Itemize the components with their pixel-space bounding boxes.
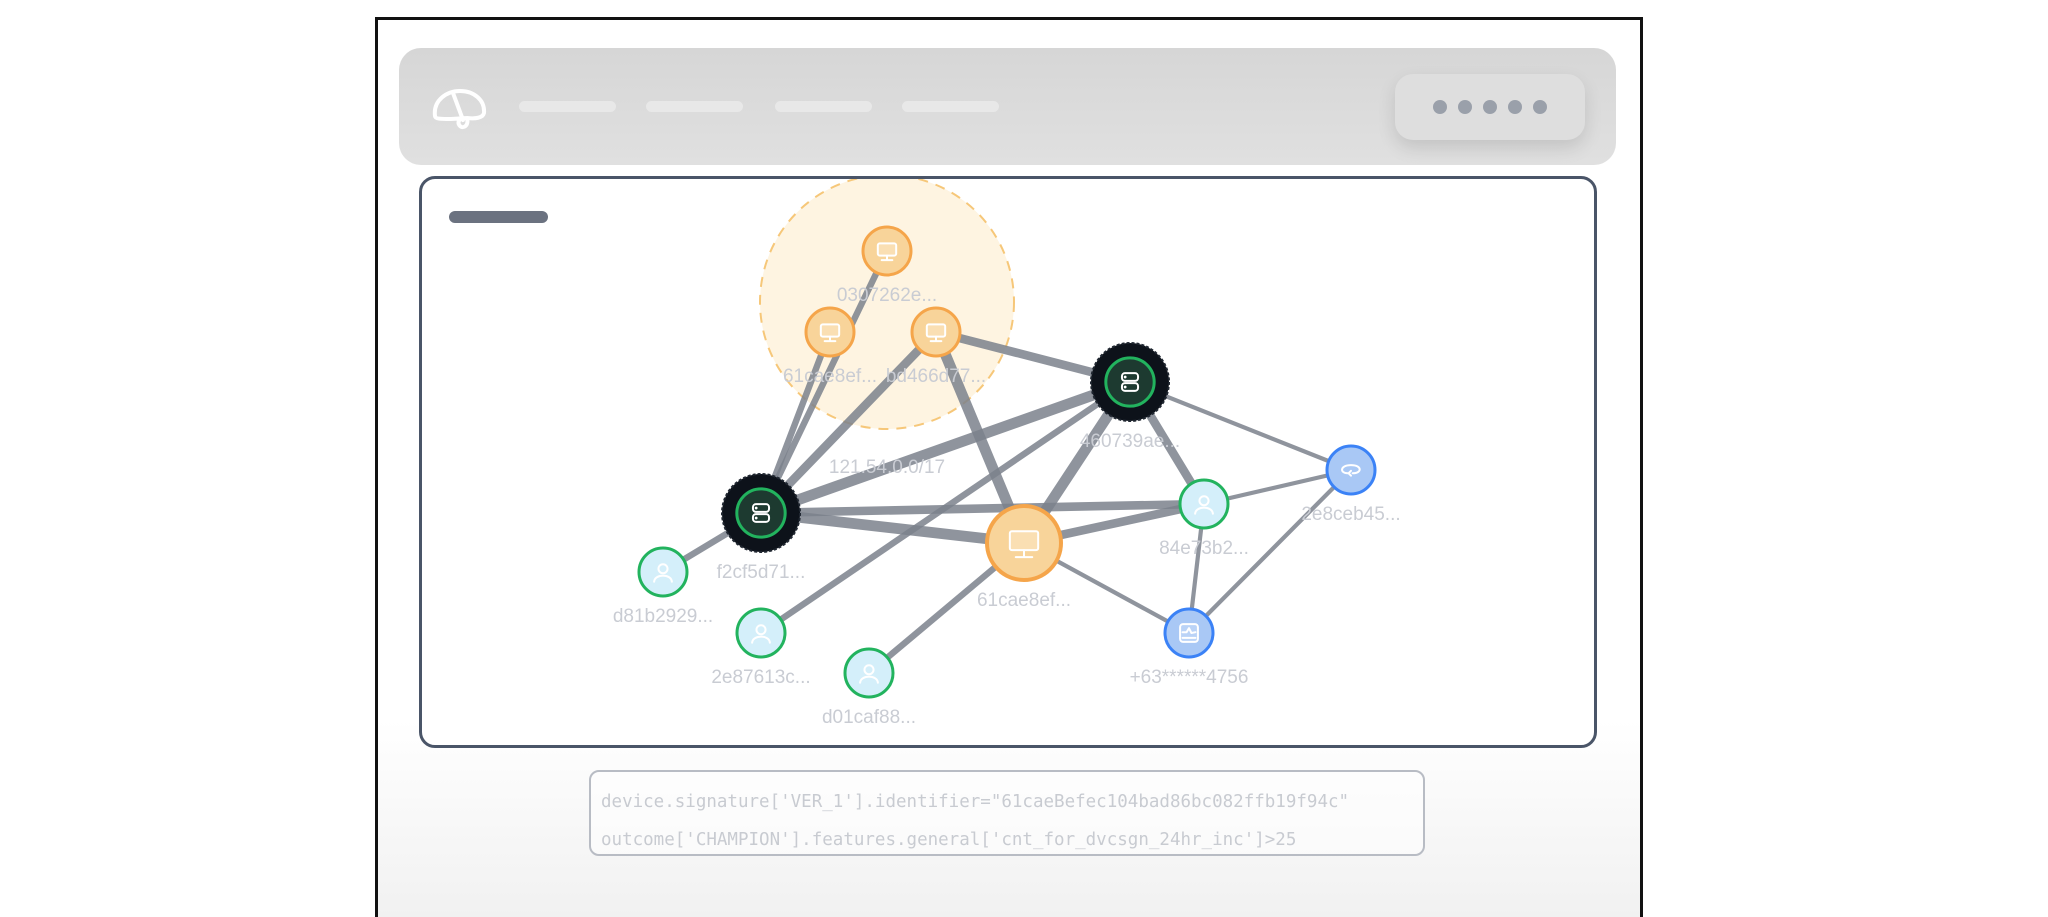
graph-node-user[interactable] (735, 607, 787, 659)
query-expression-box[interactable]: device.signature['VER_1'].identifier="61… (589, 770, 1425, 856)
monitor-icon (819, 323, 841, 343)
monitor-icon (1008, 530, 1040, 559)
app-window-frame: 121.54.0.0/17 0307262e... 61cae8ef... bd466… (375, 17, 1643, 917)
node-label: 460739ae... (1080, 431, 1180, 452)
link-icon (1341, 464, 1361, 477)
graph-edge[interactable] (1186, 467, 1354, 636)
monitor-icon (876, 242, 898, 262)
node-label: 0307262e... (837, 285, 937, 306)
phone-record-icon (1179, 623, 1199, 643)
node-label: 2e8ceb45... (1301, 504, 1400, 525)
graph-node-contact[interactable] (1325, 444, 1377, 496)
graph-node-server[interactable] (1090, 342, 1170, 422)
graph-node-device[interactable] (910, 306, 962, 358)
panel-title (449, 211, 548, 223)
graph-edge[interactable] (1127, 379, 1354, 473)
user-icon (859, 664, 879, 684)
node-label: d81b2929... (613, 606, 713, 627)
node-label: 61cae8ef... (977, 590, 1071, 611)
node-label: bd466d77... (886, 366, 986, 387)
graph-node-user[interactable] (1178, 478, 1230, 530)
query-line-1: device.signature['VER_1'].identifier="61… (601, 792, 1350, 812)
user-icon (653, 563, 673, 583)
query-line-2: outcome['CHAMPION'].features.general['cn… (601, 830, 1297, 850)
more-dots-icon (1508, 100, 1522, 114)
network-graph[interactable]: 121.54.0.0/17 0307262e... 61cae8ef... bd466… (422, 179, 1597, 748)
graph-node-device[interactable] (861, 225, 913, 277)
ip-group-label: 121.54.0.0/17 (829, 457, 945, 478)
nav-item-4[interactable] (902, 101, 999, 112)
node-label: 84e73b2... (1159, 538, 1249, 559)
top-navigation-bar (399, 48, 1616, 165)
graph-edge[interactable] (757, 378, 1134, 637)
more-dots-icon (1458, 100, 1472, 114)
graph-node-user[interactable] (637, 546, 689, 598)
node-label: 61cae8ef... (783, 366, 877, 387)
server-icon (751, 503, 771, 523)
nav-item-3[interactable] (775, 101, 872, 112)
node-label: 2e87613c... (711, 667, 810, 688)
graph-edge[interactable] (755, 507, 1030, 549)
nav-item-2[interactable] (646, 101, 743, 112)
graph-node-device[interactable] (804, 306, 856, 358)
node-label: d01caf88... (822, 707, 916, 728)
nav-item-1[interactable] (519, 101, 616, 112)
more-dots-icon (1483, 100, 1497, 114)
graph-edge[interactable] (756, 327, 941, 518)
user-icon (1194, 495, 1214, 515)
node-label: +63******4756 (1130, 667, 1249, 688)
user-icon (751, 624, 771, 644)
more-menu-button[interactable] (1395, 74, 1585, 140)
graph-edge[interactable] (756, 499, 1209, 518)
node-label: f2cf5d71... (717, 562, 806, 583)
graph-edge[interactable] (757, 247, 891, 517)
more-dots-icon (1433, 100, 1447, 114)
network-graph-panel: 121.54.0.0/17 0307262e... 61cae8ef... bd466… (419, 176, 1597, 748)
graph-node-server[interactable] (721, 473, 801, 553)
more-dots-icon (1533, 100, 1547, 114)
brand-logo-icon[interactable] (429, 86, 489, 132)
graph-node-device-focus[interactable] (985, 504, 1063, 582)
graph-edge[interactable] (755, 376, 1136, 519)
graph-node-user[interactable] (843, 647, 895, 699)
server-icon (1120, 372, 1140, 392)
graph-node-contact[interactable] (1163, 607, 1215, 659)
monitor-icon (925, 323, 947, 343)
